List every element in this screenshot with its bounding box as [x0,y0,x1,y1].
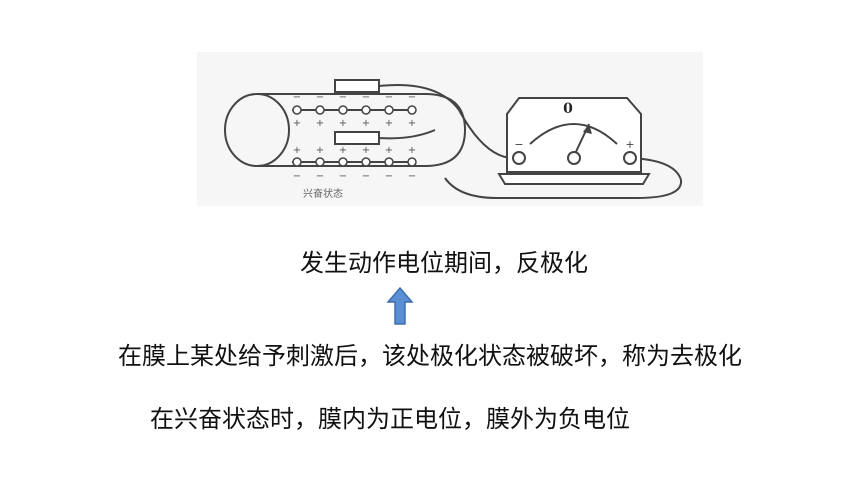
sign-outer-bottom: − [362,171,370,182]
membrane-dot [384,157,394,167]
diagram-svg: − − − − − − + + + + + + + + + + + + − − [224,79,683,200]
sign-outer-top: − [385,92,393,103]
sign-outer-bottom: − [293,171,301,182]
sign-inner-lower: + [408,145,416,156]
sign-outer-top: − [293,92,301,103]
sign-outer-top: − [316,92,324,103]
sign-inner-upper: + [385,118,393,129]
sign-inner-upper: + [316,118,324,129]
wire-inner-electrode [378,129,436,140]
meter-body [506,97,642,173]
sign-outer-bottom: − [385,171,393,182]
meter-plus-label: + [625,138,634,151]
excited-state-caption: 在兴奋状态时，膜内为正电位，膜外为负电位 [150,405,630,433]
electrode-top [334,79,380,93]
depolarization-caption: 在膜上某处给予刺激后，该处极化状态被破坏，称为去极化 [118,342,742,370]
fiber-cross-section [224,93,290,167]
membrane-dot [384,105,394,115]
up-arrow-icon [386,286,414,330]
wire-to-meter-minus [378,84,520,160]
membrane-dot [315,157,325,167]
electrode-inner [334,131,380,145]
membrane-potential-diagram: − − − − − − + + + + + + + + + + + + − − [197,52,703,206]
sign-inner-lower: + [293,145,301,156]
meter-terminal-minus [512,151,526,165]
meter-terminal-plus [623,151,637,165]
membrane-dot [407,105,417,115]
sign-outer-bottom: − [339,171,347,182]
meter-base [497,173,651,185]
repolarization-caption: 发生动作电位期间，反极化 [300,249,588,277]
sign-inner-upper: + [362,118,370,129]
membrane-dots [292,105,417,167]
membrane-dot [338,157,348,167]
sign-inner-lower: + [316,145,324,156]
up-arrow-shape [386,286,414,325]
sign-outer-top: − [339,92,347,103]
nerve-fiber [224,93,467,167]
galvanometer: 0 − + [497,97,651,185]
membrane-dot [338,105,348,115]
meter-zero-label: 0 [563,101,573,117]
sign-inner-upper: + [408,118,416,129]
sign-outer-bottom: − [316,171,324,182]
sign-outer-bottom: − [408,171,416,182]
fiber-outline [257,93,467,167]
meter-scale-arc [529,123,618,145]
meter-needle-tip [583,124,592,134]
membrane-dot [361,157,371,167]
sign-inner-lower: + [385,145,393,156]
membrane-dot [292,105,302,115]
wire-to-meter-plus [444,157,683,199]
meter-pivot [567,151,581,165]
state-label: 兴奋状态 [303,187,343,200]
sign-inner-lower: + [339,145,347,156]
sign-inner-upper: + [293,118,301,129]
sign-outer-top: − [362,92,370,103]
sign-inner-upper: + [339,118,347,129]
membrane-dot [361,105,371,115]
membrane-dot [292,157,302,167]
membrane-dot [407,157,417,167]
meter-minus-label: − [514,138,523,151]
charge-signs: − − − − − − + + + + + + + + + + + + − − [293,92,416,182]
lead-wires [378,84,683,199]
sign-inner-lower: + [362,145,370,156]
sign-outer-top: − [408,92,416,103]
up-arrow-svg [386,286,414,325]
membrane-dot [315,105,325,115]
